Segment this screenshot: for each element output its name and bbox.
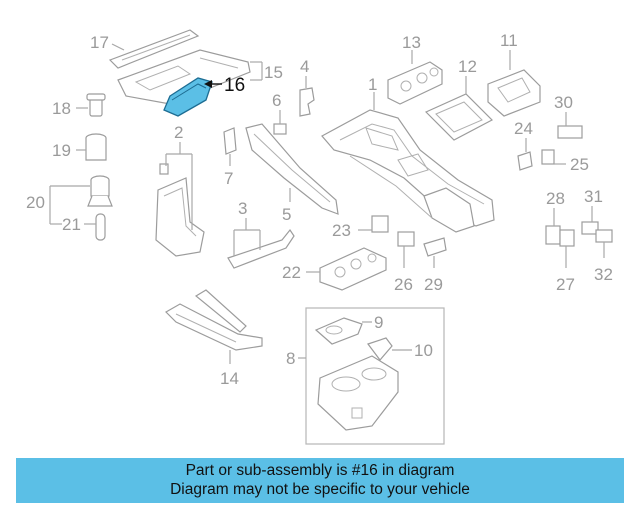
callout-20: 20: [26, 193, 45, 212]
banner-line-2: Diagram may not be specific to your vehi…: [170, 481, 470, 498]
banner-line-1: Part or sub-assembly is #16 in diagram: [185, 462, 455, 479]
part-16-highlighted-insert: [163, 77, 213, 117]
callout-3: 3: [238, 199, 247, 218]
callout-21: 21: [62, 215, 81, 234]
callout-22: 22: [282, 263, 301, 282]
part-23-switch: [371, 215, 389, 233]
part-6-clip: [273, 123, 287, 135]
part-1-center-console: [321, 109, 495, 233]
callout-31: 31: [584, 187, 603, 206]
part-17-trim-strip: [108, 29, 200, 69]
callout-18: 18: [52, 99, 71, 118]
callout-32: 32: [594, 265, 613, 284]
callout-8: 8: [286, 349, 295, 368]
part-19-socket: [85, 133, 107, 161]
callout-5: 5: [282, 205, 291, 224]
part-22-climate-control: [319, 247, 387, 291]
callout-15: 15: [264, 63, 283, 82]
callout-9: 9: [374, 313, 383, 332]
callout-26: 26: [394, 275, 413, 294]
part-29-switch: [423, 237, 447, 257]
part-31-switch: [581, 221, 613, 243]
callout-30: 30: [554, 93, 573, 112]
part-24-switch: [517, 151, 533, 171]
part-20-socket-assembly: [87, 175, 113, 207]
callout-29: 29: [424, 275, 443, 294]
parts-diagram: 17 15 16 18 19 20 21 2 7: [26, 29, 613, 445]
callout-7: 7: [224, 169, 233, 188]
part-11-shift-bezel: [487, 69, 541, 117]
part-13-switch-panel: [387, 61, 443, 105]
part-21-plug: [95, 213, 106, 241]
callout-14: 14: [220, 369, 239, 388]
part-30-cap: [557, 125, 583, 139]
part-8-cupholder-group: [305, 307, 445, 445]
part-7-bracket: [223, 127, 237, 155]
callout-25: 25: [570, 155, 589, 174]
callout-4: 4: [300, 57, 309, 76]
callout-24: 24: [514, 119, 533, 138]
part-25-switch: [541, 149, 555, 165]
part-4-clip: [299, 87, 315, 117]
callout-23: 23: [332, 221, 351, 240]
part-28-switch: [545, 225, 575, 247]
part-info-banner: Part or sub-assembly is #16 in diagram D…: [16, 458, 624, 503]
callout-17: 17: [90, 33, 109, 52]
callout-28: 28: [546, 189, 565, 208]
callout-13: 13: [402, 33, 421, 52]
part-12-tray: [424, 93, 494, 141]
callout-1: 1: [368, 75, 377, 94]
part-18-clip: [86, 93, 106, 117]
callout-11: 11: [500, 31, 518, 50]
part-5-side-trim: [245, 123, 339, 215]
part-2-side-panel: [155, 163, 205, 257]
callout-16: 16: [224, 75, 245, 96]
callout-10: 10: [414, 341, 433, 360]
callout-27: 27: [556, 275, 575, 294]
part-15-storage-tray: [117, 49, 251, 105]
callout-6: 6: [272, 91, 281, 110]
part-14-air-duct: [165, 289, 263, 351]
part-3-bracket: [227, 228, 295, 269]
callout-12: 12: [458, 57, 477, 76]
part-26-switch: [397, 231, 415, 247]
callout-2: 2: [174, 123, 183, 142]
callout-19: 19: [52, 141, 71, 160]
